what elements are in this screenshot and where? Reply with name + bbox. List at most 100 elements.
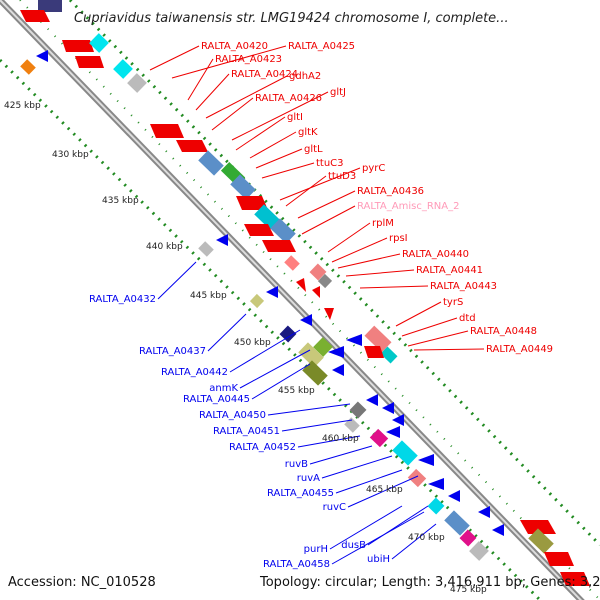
gene-block[interactable]	[544, 552, 574, 566]
forward-gene-label[interactable]: tyrS	[443, 297, 463, 308]
forward-gene-label[interactable]: gltK	[298, 127, 318, 138]
gene-block[interactable]	[332, 364, 344, 376]
reverse-gene-label[interactable]: ruvC	[323, 502, 346, 513]
gene-block[interactable]	[20, 59, 36, 75]
forward-gene-label[interactable]: RALTA_A0443	[430, 281, 497, 292]
gene-block[interactable]	[89, 33, 109, 53]
gene-block[interactable]	[492, 524, 504, 536]
gene-block[interactable]	[520, 520, 556, 534]
reverse-gene-label[interactable]: purH	[304, 544, 328, 555]
gene-block[interactable]	[198, 241, 214, 257]
gene-block[interactable]	[313, 337, 333, 357]
gene-block[interactable]	[216, 234, 228, 246]
reverse-gene-label[interactable]: RALTA_A0437	[139, 346, 206, 357]
gene-block[interactable]	[113, 59, 133, 79]
forward-gene-label[interactable]: ttuC3	[316, 158, 344, 169]
forward-gene-label[interactable]: RALTA_A0448	[470, 326, 537, 337]
gene-block[interactable]	[262, 240, 296, 252]
gene-block[interactable]	[236, 196, 268, 210]
reverse-gene-label[interactable]: RALTA_A0432	[89, 294, 156, 305]
gene-block[interactable]	[418, 454, 434, 466]
reverse-gene-label[interactable]: RALTA_A0451	[213, 426, 280, 437]
gene-block[interactable]	[346, 334, 362, 346]
forward-gene-label[interactable]: RALTA_A0436	[357, 186, 424, 197]
gene-block[interactable]	[366, 394, 378, 406]
gene-block[interactable]	[382, 402, 394, 414]
gene-block[interactable]	[448, 490, 460, 502]
gene-block[interactable]	[444, 510, 470, 536]
gene-block[interactable]	[528, 528, 554, 554]
forward-gene-label[interactable]: RALTA_A0441	[416, 265, 483, 276]
forward-gene-label[interactable]: gdhA2	[289, 71, 321, 82]
gene-block[interactable]	[324, 308, 334, 320]
reverse-gene-label[interactable]: RALTA_A0450	[199, 410, 266, 421]
gene-block[interactable]	[392, 440, 418, 466]
forward-gene-label[interactable]: rpsI	[389, 233, 408, 244]
forward-gene-label[interactable]: RALTA_Amisc_RNA_2	[357, 201, 459, 212]
forward-gene-label[interactable]: RALTA_A0440	[402, 249, 469, 260]
gene-block[interactable]	[428, 478, 444, 490]
reverse-gene-label[interactable]: RALTA_A0455	[267, 488, 334, 499]
gene-cap-2[interactable]	[20, 10, 50, 22]
gene-block[interactable]	[127, 73, 147, 93]
reverse-gene-label[interactable]: RALTA_A0445	[183, 394, 250, 405]
forward-gene-label[interactable]: RALTA_A0424	[231, 69, 298, 80]
gene-block[interactable]	[300, 314, 312, 326]
gene-block[interactable]	[75, 56, 104, 68]
forward-gene-label[interactable]: RALTA_A0449	[486, 344, 553, 355]
reverse-gene-label[interactable]: ruvA	[297, 473, 320, 484]
forward-gene-label[interactable]: RALTA_A0423	[215, 54, 282, 65]
gene-block[interactable]	[560, 572, 590, 586]
forward-gene-label[interactable]: gltJ	[330, 87, 346, 98]
gene-block[interactable]	[266, 286, 278, 298]
gene-block[interactable]	[254, 204, 280, 230]
gene-block[interactable]	[270, 218, 296, 244]
reverse-gene-label[interactable]: ubiH	[367, 554, 390, 565]
gene-block[interactable]	[344, 417, 360, 433]
forward-gene-label[interactable]: RALTA_A0425	[288, 41, 355, 52]
gene-block[interactable]	[364, 346, 384, 358]
gene-block[interactable]	[369, 428, 389, 448]
forward-gene-label[interactable]: rplM	[372, 218, 394, 229]
gene-block[interactable]	[244, 224, 274, 236]
reverse-gene-label[interactable]: RALTA_A0452	[229, 442, 296, 453]
forward-gene-label[interactable]: RALTA_A0426	[255, 93, 322, 104]
gene-block[interactable]	[249, 293, 265, 309]
gene-block[interactable]	[284, 255, 300, 271]
gene-block[interactable]	[309, 263, 327, 281]
gene-block[interactable]	[230, 174, 256, 200]
gene-block[interactable]	[317, 273, 333, 289]
reverse-gene-label[interactable]: RALTA_A0442	[161, 367, 228, 378]
gene-block[interactable]	[62, 40, 94, 52]
gene-block[interactable]	[198, 150, 224, 176]
forward-gene-label[interactable]: gltI	[287, 112, 303, 123]
forward-gene-label[interactable]: dtd	[459, 313, 476, 324]
gene-block[interactable]	[478, 506, 490, 518]
forward-gene-label[interactable]: ttuD3	[328, 171, 356, 182]
gene-block[interactable]	[36, 50, 48, 62]
forward-gene-label[interactable]: RALTA_A0420	[201, 41, 268, 52]
gene-block[interactable]	[392, 414, 404, 426]
gene-block[interactable]	[364, 325, 392, 353]
reverse-gene-label[interactable]: RALTA_A0458	[263, 559, 330, 570]
gene-block[interactable]	[407, 468, 427, 488]
gene-block[interactable]	[459, 529, 477, 547]
reverse-gene-label[interactable]: ruvB	[285, 459, 308, 470]
gene-block[interactable]	[279, 325, 297, 343]
gene-block[interactable]	[427, 497, 445, 515]
gene-block[interactable]	[469, 541, 489, 561]
gene-block[interactable]	[349, 401, 367, 419]
gene-block[interactable]	[302, 360, 328, 386]
gene-block[interactable]	[176, 140, 208, 152]
gene-block[interactable]	[298, 342, 324, 368]
reverse-gene-label[interactable]: anmK	[209, 383, 238, 394]
gene-block[interactable]	[150, 124, 184, 138]
gene-cap-1[interactable]	[38, 0, 62, 12]
forward-gene-label[interactable]: pyrC	[362, 163, 385, 174]
gene-block[interactable]	[312, 286, 320, 298]
gene-block[interactable]	[296, 278, 306, 292]
forward-gene-label[interactable]: gltL	[304, 144, 323, 155]
gene-block[interactable]	[386, 426, 400, 438]
gene-block[interactable]	[380, 346, 398, 364]
reverse-gene-label[interactable]: dusB	[341, 540, 366, 551]
